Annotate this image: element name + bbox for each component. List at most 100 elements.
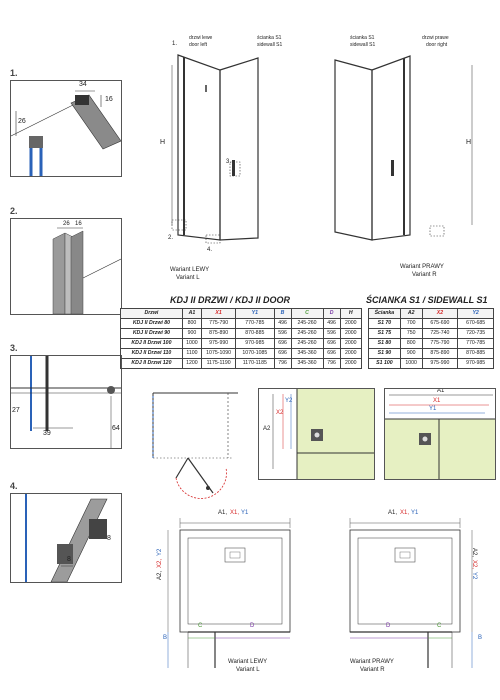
door-header-a1: A1 [181, 308, 203, 319]
bottom-right-c: C [437, 623, 442, 629]
table-cell: 875-890 [421, 348, 459, 359]
wall-table: Ścianka A2 X2 Y2 S1 70 700 675-690 670-6… [368, 308, 494, 369]
right-plan-x1: X1 [433, 398, 441, 404]
table-cell: 2000 [339, 338, 363, 349]
table-cell: 870-885 [457, 348, 494, 359]
bottom-right-top-a: A1, [388, 510, 398, 516]
right-wall-label-pl: ścianka S1 [350, 35, 375, 41]
detail-3-number: 3. [10, 343, 18, 353]
table-cell: 2000 [339, 318, 363, 329]
table-cell: 670-685 [457, 318, 494, 329]
table-cell: 975-990 [201, 338, 237, 349]
table-cell: 1170-1185 [235, 358, 275, 369]
table-row: KDJ II Drzwi 120 1200 1175-1190 1170-118… [120, 358, 363, 369]
detail-3-box: 27 39 64 [10, 355, 122, 449]
left-door-label-en: door left [189, 42, 208, 48]
bottom-right-side-a: A2, [471, 548, 477, 558]
detail-1-box: 34 16 26 [10, 80, 122, 177]
table-cell: 1175-1190 [201, 358, 237, 369]
detail-3-dim-b: 39 [43, 430, 51, 437]
table-cell: 700 [399, 318, 423, 329]
bottom-right-side-y: Y2 [471, 572, 477, 580]
detail-3-dim-c: 64 [112, 425, 120, 432]
swing-diagram [152, 392, 238, 499]
door-table-title: KDJ II DRZWI / KDJ II DOOR [170, 295, 291, 305]
left-plan-x2: X2 [276, 410, 284, 416]
table-row: S1 90 900 875-890 870-885 [368, 348, 494, 359]
table-cell: 1000 [399, 358, 423, 369]
door-header-y1: Y1 [235, 308, 275, 319]
table-cell: 496 [322, 318, 341, 329]
table-row: S1 80 800 775-790 770-785 [368, 338, 494, 349]
table-cell: 720-735 [457, 328, 494, 339]
table-cell: 770-785 [457, 338, 494, 349]
table-cell: 1200 [181, 358, 203, 369]
detail-4-number: 4. [10, 481, 18, 491]
table-cell: 675-690 [421, 318, 459, 329]
table-cell: 770-785 [235, 318, 275, 329]
detail-4-dim-b: 8 [107, 535, 111, 542]
table-cell: 775-790 [421, 338, 459, 349]
table-cell: 696 [322, 338, 341, 349]
right-variant-pl: Wariant PRAWY [400, 264, 444, 270]
bottom-right-b: B [478, 635, 483, 641]
table-cell: 345-360 [290, 348, 324, 359]
table-cell: 245-260 [290, 328, 324, 339]
bottom-left-d: D [250, 623, 255, 629]
right-elevation [334, 55, 473, 241]
wall-header-a2: A2 [399, 308, 423, 319]
left-plan-highlight [297, 389, 374, 479]
bottom-right-variant-pl: Wariant PRAWY [350, 659, 394, 665]
left-plan-a2: A2 [263, 426, 271, 432]
table-cell: 596 [322, 328, 341, 339]
table-cell: S1 75 [368, 328, 401, 339]
detail-1-dim-a: 34 [79, 81, 87, 88]
bottom-left-b: B [163, 635, 168, 641]
table-row: KDJ II Drzwi 80 800 775-790 770-785 496 … [120, 318, 363, 329]
table-cell: S1 80 [368, 338, 401, 349]
table-row: KDJ II Drzwi 100 1000 975-990 970-985 69… [120, 338, 363, 349]
table-cell: KDJ II Drzwi 100 [120, 338, 183, 349]
left-elevation [171, 54, 259, 244]
table-cell: 775-790 [201, 318, 237, 329]
bottom-right-side-x: X2, [471, 560, 477, 570]
wall-table-header-row: Ścianka A2 X2 Y2 [368, 308, 494, 319]
left-callout-1: 1. [172, 41, 178, 47]
door-header-c: C [290, 308, 324, 319]
door-header-b: B [273, 308, 292, 319]
table-cell: 696 [273, 348, 292, 359]
left-variant-pl: Wariant LEWY [170, 267, 210, 273]
table-cell: 2000 [339, 328, 363, 339]
detail-2-dim-a: 26 [63, 221, 70, 227]
left-wall-label-pl: ścianka S1 [257, 35, 282, 41]
table-cell: S1 90 [368, 348, 401, 359]
table-cell: 800 [181, 318, 203, 329]
table-cell: 796 [273, 358, 292, 369]
table-cell: 2000 [339, 348, 363, 359]
bottom-right-top-x: X1, [400, 510, 410, 516]
bottom-left-side-a: A2, [157, 570, 163, 580]
table-cell: 975-990 [421, 358, 459, 369]
bottom-left-side-y: Y2 [157, 548, 163, 556]
detail-2-number: 2. [10, 206, 18, 216]
left-callout-2: 2. [168, 235, 174, 241]
left-wall-label-en: sidewall S1 [257, 42, 283, 48]
table-cell: 875-890 [201, 328, 237, 339]
door-header-drzwi: Drzwi [120, 308, 183, 319]
table-row: S1 100 1000 975-990 970-985 [368, 358, 494, 369]
table-cell: S1 70 [368, 318, 401, 329]
bottom-left-variant-en: Variant L [236, 667, 260, 673]
right-height-mark: H [466, 139, 472, 146]
detail-1-dim-c: 26 [18, 118, 26, 125]
right-plan-a1: A1 [437, 388, 445, 394]
wall-table-title: ŚCIANKA S1 / SIDEWALL S1 [366, 295, 488, 305]
right-plan-y1: Y1 [429, 406, 437, 412]
wall-header-scianka: Ścianka [368, 308, 401, 319]
door-table: Drzwi A1 X1 Y1 B C D H KDJ II Drzwi 80 8… [120, 308, 363, 369]
detail-1-drawing [11, 90, 121, 176]
table-cell: 596 [273, 328, 292, 339]
bottom-right-d: D [386, 623, 391, 629]
right-wall-label-en: sidewall S1 [350, 42, 376, 48]
detail-2-dim-b: 16 [75, 221, 82, 227]
right-plan-highlight [385, 419, 495, 479]
